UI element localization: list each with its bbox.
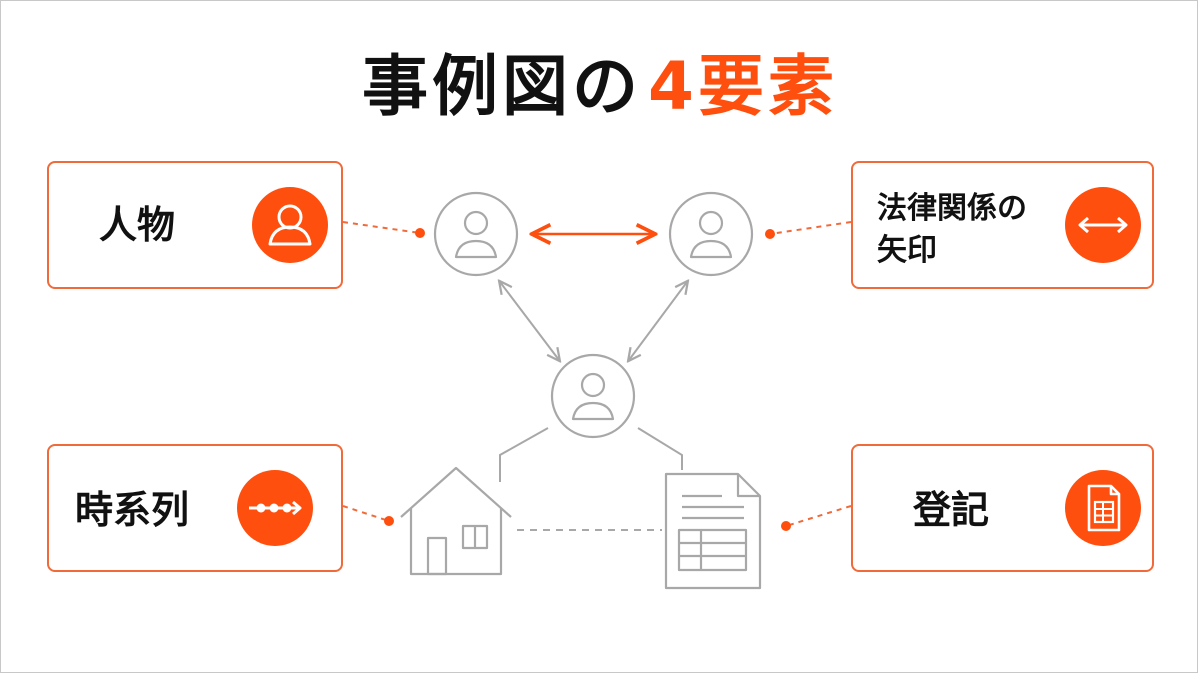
person-icon (252, 187, 328, 263)
card-legal-arrow-label-1: 法律関係の (877, 191, 1027, 226)
card-legal-arrow: 法律関係の 矢印 (851, 161, 1154, 289)
card-person: 人物 (47, 161, 343, 289)
card-legal-arrow-label-2: 矢印 (877, 233, 937, 268)
card-timeline-label: 時系列 (75, 488, 190, 532)
title-accent: 4要素 (648, 48, 838, 125)
card-person-label: 人物 (99, 203, 176, 247)
card-registry-label: 登記 (913, 488, 990, 532)
card-registry: 登記 (851, 444, 1154, 572)
document-table-icon (1065, 470, 1141, 546)
double-arrow-icon (1065, 187, 1141, 263)
page-title: 事例図の4要素 (0, 42, 1200, 132)
timeline-icon (237, 470, 313, 546)
card-timeline: 時系列 (47, 444, 343, 572)
title-main: 事例図の (362, 48, 643, 125)
